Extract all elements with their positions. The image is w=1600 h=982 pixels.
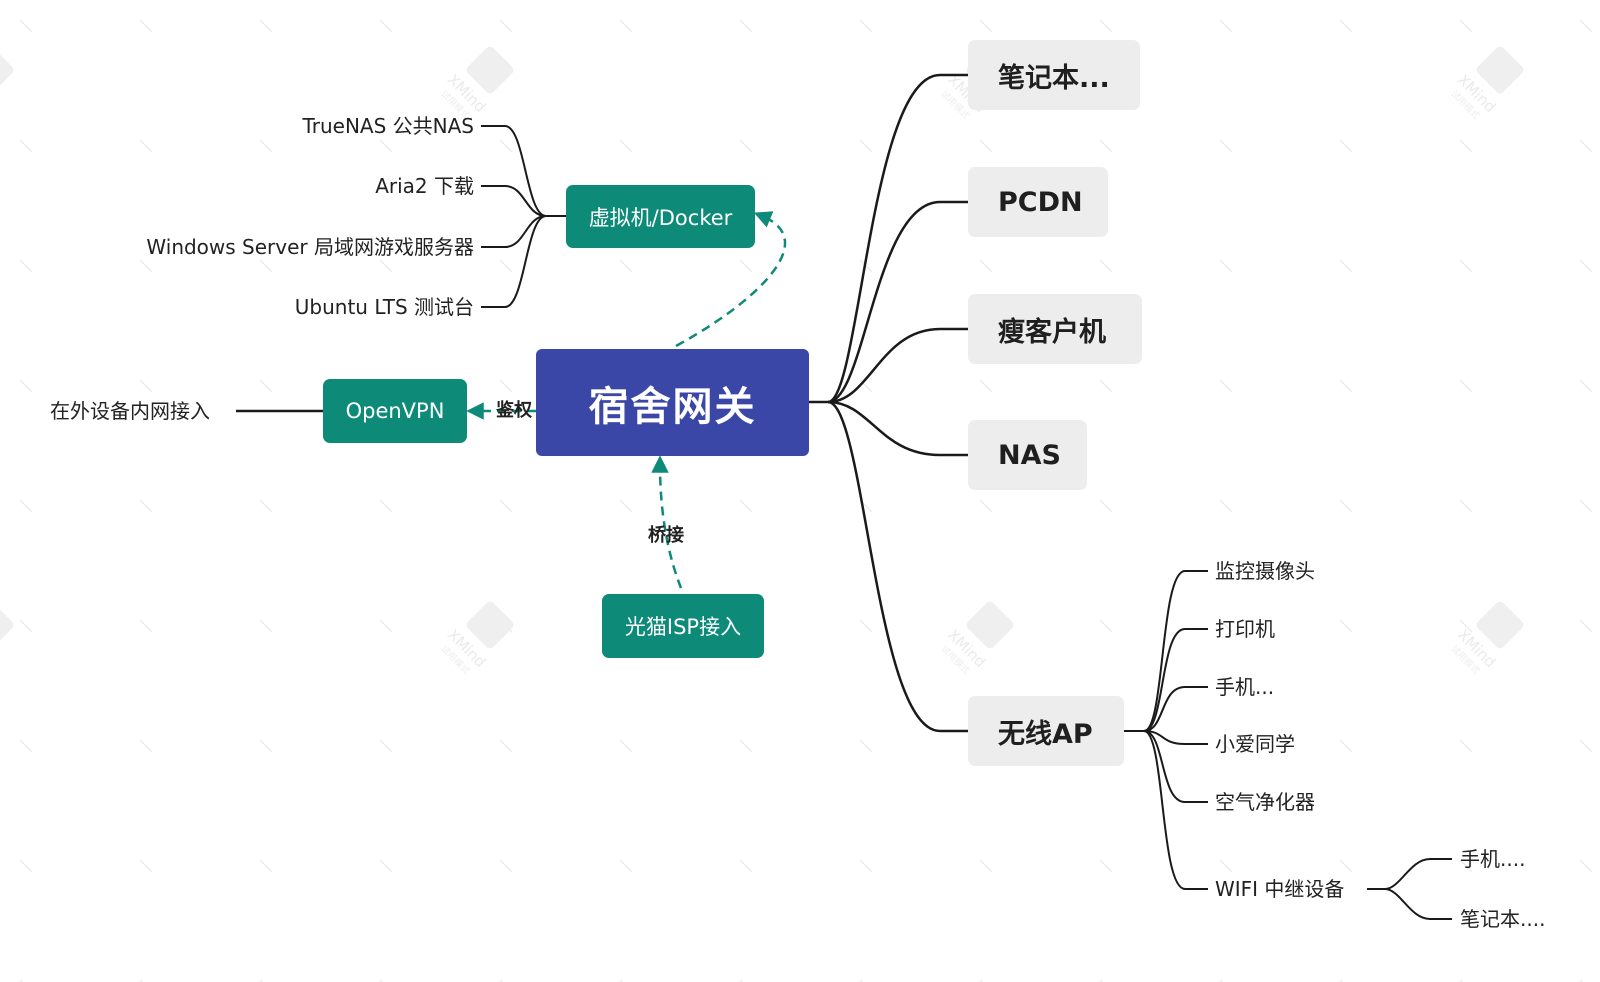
leaf-camera[interactable]: 监控摄像头	[1215, 559, 1315, 583]
connector-root-to-wireless-ap	[827, 400, 968, 733]
pcdn-label: PCDN	[998, 186, 1083, 218]
node-openvpn[interactable]: OpenVPN	[323, 379, 467, 443]
repeater-connectors	[1367, 858, 1452, 920]
leaf-xiaoai[interactable]: 小爱同学	[1215, 732, 1295, 756]
node-laptop[interactable]: 笔记本...	[968, 40, 1140, 110]
isp-label: 光猫ISP接入	[624, 615, 742, 639]
relation-root-to-vm	[675, 211, 787, 348]
wireless-ap-label: 无线AP	[998, 718, 1093, 750]
leaf-aria2[interactable]: Aria2 下载	[375, 174, 474, 198]
laptop-label: 笔记本...	[998, 62, 1110, 94]
openvpn-label: OpenVPN	[345, 399, 445, 423]
leaf-ubuntu[interactable]: Ubuntu LTS 测试台	[294, 295, 474, 319]
node-thin-client[interactable]: 瘦客户机	[968, 294, 1142, 364]
node-isp-modem[interactable]: 光猫ISP接入	[602, 594, 764, 658]
root-node-dorm-gateway[interactable]: 宿舍网关	[536, 349, 809, 456]
connector-root-to-pcdn	[827, 200, 968, 404]
connector-root-to-thin-client	[827, 327, 968, 404]
connector-root-to-nas	[827, 400, 968, 457]
node-nas[interactable]: NAS	[968, 420, 1087, 490]
edge-label-auth: 鉴权	[496, 400, 532, 421]
leaf-truenas[interactable]: TrueNAS 公共NAS	[302, 114, 474, 138]
leaf-external-access[interactable]: 在外设备内网接入	[50, 399, 210, 423]
leaf-air-purifier[interactable]: 空气净化器	[1215, 790, 1315, 814]
relation-isp-to-root	[651, 455, 683, 589]
connector-root-to-laptop	[809, 73, 968, 404]
vm-connectors	[481, 125, 566, 308]
leaf-windows-server[interactable]: Windows Server 局域网游戏服务器	[146, 235, 474, 259]
ap-connectors	[1124, 570, 1208, 890]
leaf-phone[interactable]: 手机...	[1215, 675, 1275, 699]
edge-label-bridge: 桥接	[648, 525, 684, 546]
node-pcdn[interactable]: PCDN	[968, 167, 1108, 237]
nas-label: NAS	[998, 439, 1061, 471]
leaf-wifi-repeater[interactable]: WIFI 中继设备	[1215, 877, 1345, 901]
node-wireless-ap[interactable]: 无线AP	[968, 696, 1124, 766]
root-label: 宿舍网关	[588, 383, 757, 430]
node-vm-docker[interactable]: 虚拟机/Docker	[566, 185, 755, 248]
leaf-repeater-laptop[interactable]: 笔记本....	[1460, 907, 1546, 931]
thin-client-label: 瘦客户机	[998, 316, 1106, 348]
dashed-relations	[466, 211, 787, 589]
leaf-repeater-phone[interactable]: 手机....	[1460, 847, 1526, 871]
vm-docker-label: 虚拟机/Docker	[588, 205, 733, 230]
right-connectors	[809, 73, 968, 733]
leaf-printer[interactable]: 打印机	[1215, 617, 1275, 641]
